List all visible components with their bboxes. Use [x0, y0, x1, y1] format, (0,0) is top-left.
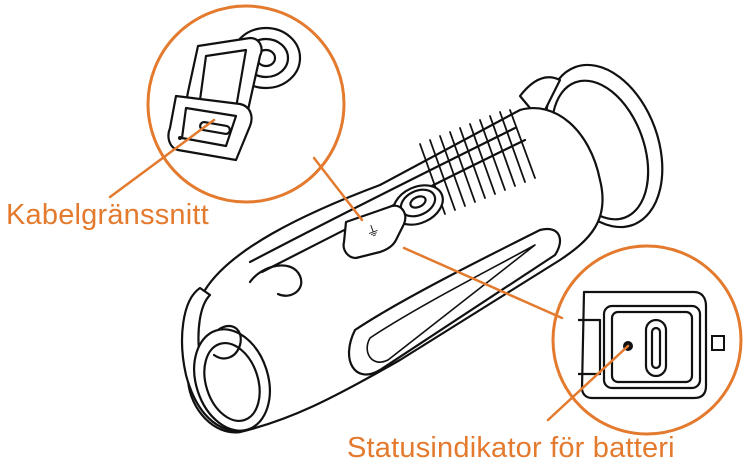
lanyard-loop [248, 264, 303, 297]
battery-status-label: Statusindikator för batteri [347, 432, 675, 464]
monocular-body: ⏚ [180, 63, 664, 434]
leader-detail-bottom [402, 246, 564, 320]
svg-text:⏚: ⏚ [364, 222, 383, 242]
leader-battery-label [546, 344, 630, 422]
cable-interface-label: Kabelgränssnitt [6, 199, 209, 231]
leader-detail-top [312, 156, 364, 222]
cable-interface-detail [146, 4, 346, 204]
leader-cable-label [108, 118, 216, 199]
leader-lines [108, 118, 630, 422]
usb-port-cover: ⏚ [342, 204, 407, 260]
battery-status-detail [551, 244, 743, 436]
side-grip [347, 227, 562, 376]
status-led-icon [178, 136, 182, 140]
objective-housing [180, 286, 271, 434]
